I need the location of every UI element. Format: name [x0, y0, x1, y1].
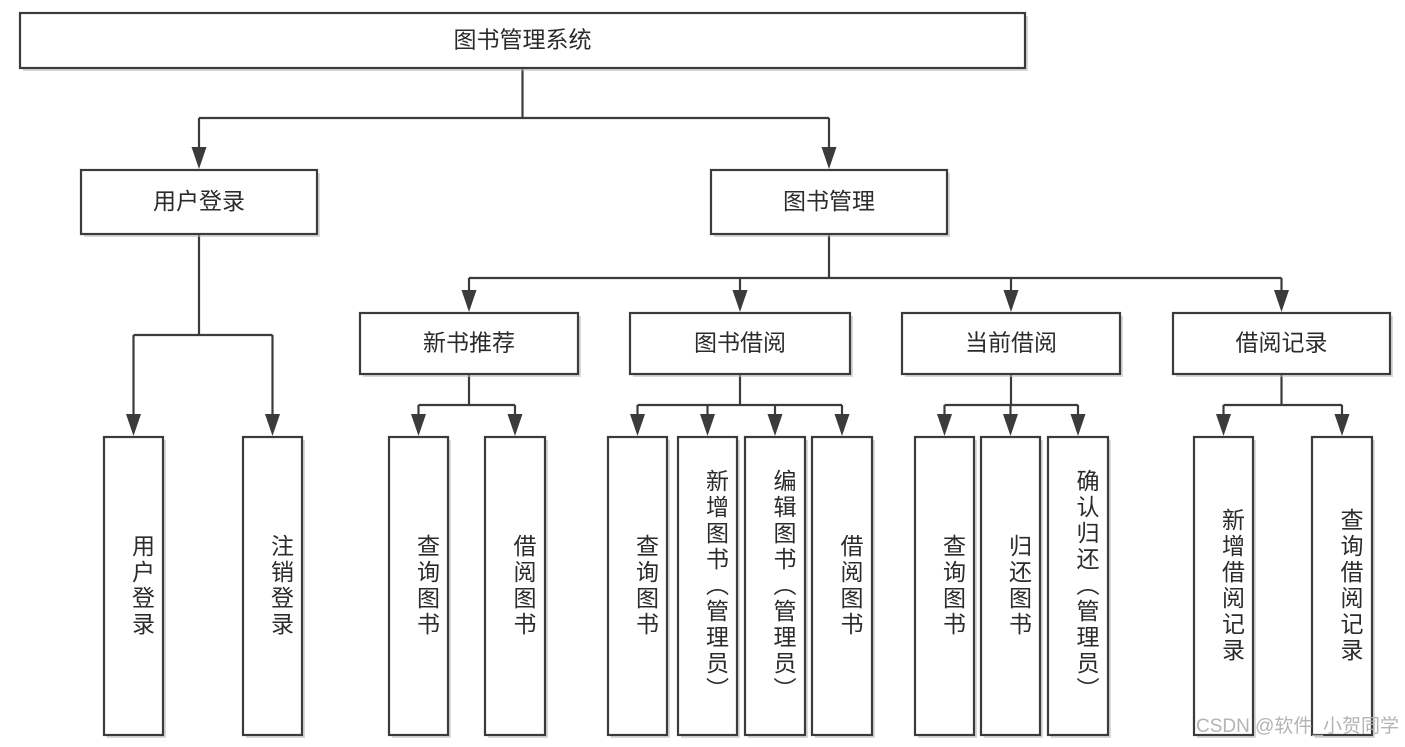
arrow-head-icon: [191, 147, 207, 169]
arrow-head-icon: [1003, 290, 1019, 312]
arrow-head-icon: [937, 414, 952, 436]
node-label: 查询图书: [414, 534, 441, 638]
node-label: 图书管理: [783, 188, 875, 214]
flow-node-l-add-record[interactable]: 新增借阅记录: [1192, 435, 1256, 738]
arrow-head-icon: [732, 290, 748, 312]
node-box[interactable]: [79, 168, 319, 236]
flow-node-l-query-book-3[interactable]: 查询图书: [913, 435, 977, 738]
arrow-head-icon: [461, 290, 477, 312]
flow-node-n-user-login[interactable]: 用户登录: [79, 168, 320, 237]
arrow-head-icon: [1003, 414, 1018, 436]
node-box[interactable]: [1192, 435, 1255, 737]
node-label: 确认归还（管理员）: [1073, 469, 1100, 703]
node-box[interactable]: [483, 435, 547, 737]
node-box[interactable]: [18, 11, 1027, 70]
node-label: 归还图书: [1006, 534, 1033, 638]
arrow-head-icon: [126, 414, 141, 436]
node-box[interactable]: [743, 435, 807, 737]
flow-node-n-current[interactable]: 当前借阅: [900, 311, 1123, 377]
flow-node-l-user-login[interactable]: 用户登录: [102, 435, 166, 738]
node-label: 借阅图书: [510, 534, 537, 638]
flow-node-l-borrow-book-2[interactable]: 借阅图书: [810, 435, 875, 738]
node-box[interactable]: [900, 311, 1122, 376]
arrow-head-icon: [821, 147, 837, 169]
node-box[interactable]: [979, 435, 1042, 737]
node-label: 查询借阅记录: [1337, 508, 1364, 664]
node-label: 借阅图书: [837, 534, 864, 638]
node-box[interactable]: [676, 435, 739, 737]
flow-node-l-query-book-1[interactable]: 查询图书: [387, 435, 451, 738]
flow-node-n-borrow[interactable]: 图书借阅: [628, 311, 853, 377]
arrow-head-icon: [1334, 414, 1350, 436]
node-label: 注销登录: [268, 534, 295, 638]
arrow-head-icon: [411, 414, 426, 436]
node-layer: 图书管理系统用户登录图书管理新书推荐图书借阅当前借阅借阅记录用户登录注销登录查询…: [18, 11, 1393, 738]
connector-layer: [126, 68, 1350, 436]
node-label: 借阅记录: [1236, 330, 1328, 356]
flow-node-l-query-record[interactable]: 查询借阅记录: [1310, 435, 1375, 738]
flow-node-l-logout[interactable]: 注销登录: [241, 435, 305, 738]
flow-node-l-edit-book[interactable]: 编辑图书（管理员）: [743, 435, 808, 738]
node-label: 查询图书: [633, 534, 660, 638]
flow-node-l-add-book[interactable]: 新增图书（管理员）: [676, 435, 740, 738]
node-label: 新增借阅记录: [1219, 508, 1246, 664]
flow-node-n-new-rec[interactable]: 新书推荐: [358, 311, 581, 377]
node-label: 查询图书: [940, 534, 967, 638]
arrow-head-icon: [630, 414, 645, 436]
node-label: 用户登录: [129, 534, 156, 638]
arrow-head-icon: [1216, 414, 1231, 436]
node-box[interactable]: [387, 435, 450, 737]
flow-node-l-return-book[interactable]: 归还图书: [979, 435, 1043, 738]
node-box[interactable]: [241, 435, 304, 737]
node-box[interactable]: [606, 435, 669, 737]
node-label: 编辑图书（管理员）: [770, 469, 797, 703]
csdn-watermark: CSDN @软件_小贺同学: [1196, 715, 1399, 737]
node-label: 当前借阅: [965, 330, 1057, 356]
node-box[interactable]: [709, 168, 949, 236]
flow-node-l-confirm-return[interactable]: 确认归还（管理员）: [1046, 435, 1111, 738]
arrow-head-icon: [1274, 290, 1289, 312]
node-label: 用户登录: [153, 188, 245, 214]
node-box[interactable]: [913, 435, 976, 737]
arrow-head-icon: [700, 414, 715, 436]
flow-node-root[interactable]: 图书管理系统: [18, 11, 1028, 71]
arrow-head-icon: [507, 414, 523, 436]
node-label: 新增图书（管理员）: [703, 469, 730, 703]
flow-node-n-record[interactable]: 借阅记录: [1171, 311, 1393, 377]
arrow-head-icon: [834, 414, 850, 436]
arrow-head-icon: [1070, 414, 1086, 436]
arrow-head-icon: [265, 414, 280, 436]
flow-node-l-borrow-book-1[interactable]: 借阅图书: [483, 435, 548, 738]
node-label: 新书推荐: [423, 330, 515, 356]
flow-node-l-query-book-2[interactable]: 查询图书: [606, 435, 670, 738]
node-box[interactable]: [1310, 435, 1374, 737]
flow-node-n-book-mgmt[interactable]: 图书管理: [709, 168, 950, 237]
node-box[interactable]: [358, 311, 580, 376]
node-box[interactable]: [102, 435, 165, 737]
node-label: 图书借阅: [694, 330, 786, 356]
node-label: 图书管理系统: [454, 27, 592, 53]
node-box[interactable]: [810, 435, 874, 737]
arrow-head-icon: [767, 414, 783, 436]
node-box[interactable]: [628, 311, 852, 376]
node-box[interactable]: [1046, 435, 1110, 737]
node-box[interactable]: [1171, 311, 1392, 376]
